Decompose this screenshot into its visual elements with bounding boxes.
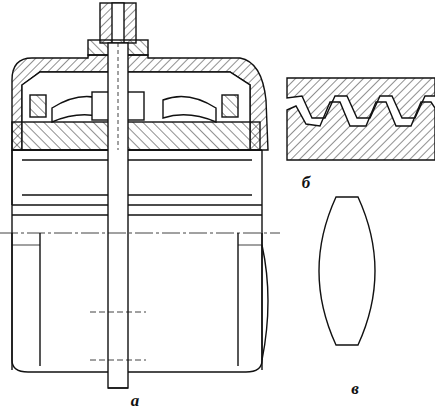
view-label: в [351, 380, 359, 397]
sleeve-section [12, 55, 268, 205]
shaft [108, 43, 128, 388]
barrel-tooth [319, 197, 375, 345]
tooth-detail [287, 78, 435, 160]
view-label: б [302, 174, 310, 191]
view-label: а [131, 392, 140, 409]
lubrication-nipple [100, 3, 136, 43]
main-view [0, 3, 280, 388]
hub-section [12, 122, 260, 150]
